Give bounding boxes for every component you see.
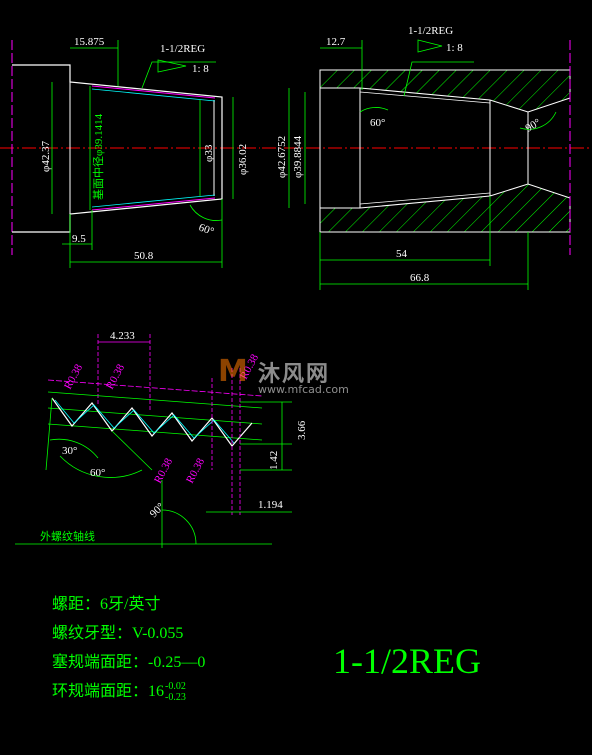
right-dia-b: φ39.8844 [292, 135, 304, 178]
right-angle-arc-inner [359, 107, 389, 113]
left-angle: 60° [197, 222, 216, 239]
note-plug: 塞规端面距：-0.25—0 [52, 654, 206, 671]
right-angle-arc-outer [519, 111, 557, 130]
left-angle-arc [189, 204, 223, 221]
right-dim-total: 66.8 [410, 272, 430, 284]
left-thread-label: 1-1/2REG [160, 43, 205, 55]
note-profile: 螺纹牙型：V-0.055 [52, 625, 184, 642]
profile-angle-60: 60° [90, 467, 105, 479]
profile-height: 3.66 [296, 420, 308, 440]
profile-radius-br1: R0.38 [152, 456, 175, 486]
profile-radius-tl2: R0.38 [104, 362, 127, 392]
right-hatch-bottom [319, 183, 571, 233]
note-ring-tolerance: -0.02-0.23 [165, 681, 186, 703]
left-thread-bot [91, 197, 216, 211]
profile-depth: 1.42 [268, 451, 280, 470]
note-ring-tol-upper: -0.02 [165, 681, 186, 693]
left-dia-right: φ36.02 [237, 144, 249, 175]
right-thread-bot [359, 192, 491, 205]
right-hatch-top [319, 69, 571, 113]
left-leader [141, 61, 216, 89]
right-dia-a: φ42.6752 [276, 136, 288, 178]
profile-thread-cyan [54, 399, 235, 444]
left-taper-symbol [157, 59, 187, 73]
profile-axis-label: 外螺纹轴线 [40, 529, 95, 543]
left-dim-top: 15.875 [74, 36, 105, 48]
watermark: M 沐风网 www.mfcad.com [218, 354, 378, 398]
right-taper-ratio: 1: 8 [446, 42, 463, 54]
right-angle-inner: 60° [370, 117, 385, 129]
profile-thread-white [51, 397, 253, 447]
profile-arc-90 [161, 509, 197, 545]
profile-flat: 1.194 [258, 499, 283, 511]
watermark-name: 沐风网 [258, 362, 331, 387]
profile-line-root [47, 379, 263, 397]
profile-line-top [47, 391, 263, 409]
left-dia-outer: φ42.37 [40, 140, 52, 172]
right-view: 12.7 1-1/2REG 1: 8 60° 90° φ42.6752 φ39.… [262, 25, 592, 290]
left-view: 15.875 1-1/2REG 1: 8 φ42.37 基面中径φ39.1414… [0, 36, 260, 268]
left-thread-top [91, 85, 216, 99]
watermark-logo-icon: M [218, 354, 248, 389]
left-pitch-dia: 基面中径φ39.1414 [92, 113, 105, 200]
profile-pitch: 4.233 [110, 330, 135, 342]
right-thread-top [359, 91, 491, 104]
note-ring-text: 环规端面距：16 [52, 683, 165, 700]
profile-arc-30 [49, 438, 99, 459]
watermark-url: www.mfcad.com [258, 383, 349, 396]
right-leader [403, 61, 474, 97]
left-thread-top2 [91, 88, 216, 102]
profile-line-mid [47, 407, 263, 425]
right-dim-inner: 54 [396, 248, 408, 260]
note-pitch: 螺距：6牙/英寸 [52, 596, 161, 613]
right-angle-outer: 90° [524, 117, 543, 135]
profile-angle-30: 30° [62, 445, 77, 457]
right-dim-top: 12.7 [326, 36, 346, 48]
big-title: 1-1/2REG [333, 641, 481, 681]
profile-ray-1 [45, 397, 53, 471]
profile-ray-2 [111, 430, 153, 471]
profile-radius-br2: R0.38 [184, 456, 207, 486]
left-dia-bore: φ33 [203, 144, 215, 162]
right-taper-symbol [417, 39, 443, 53]
profile-radius-tl1: R0.38 [62, 362, 85, 392]
left-dim-small: 9.5 [72, 233, 86, 245]
note-ring-tol-lower: -0.23 [165, 692, 186, 704]
profile-angle-90: 90° [148, 501, 167, 520]
left-taper-ratio: 1: 8 [192, 63, 209, 75]
note-ring: 环规端面距：16-0.02-0.23 [52, 677, 186, 703]
right-thread-label: 1-1/2REG [408, 25, 453, 37]
profile-arc-60 [59, 455, 143, 478]
left-dim-length: 50.8 [134, 250, 154, 262]
left-thread-bot2 [91, 194, 216, 208]
